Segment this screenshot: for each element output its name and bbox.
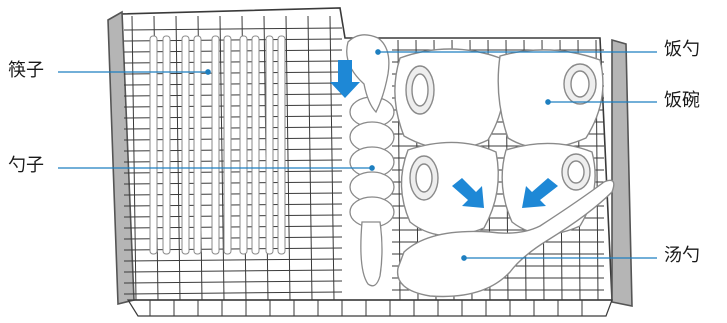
chopstick xyxy=(266,36,273,254)
chopstick xyxy=(150,36,157,254)
label-soup-spoon: 汤勺 xyxy=(664,247,700,265)
chopstick xyxy=(212,36,219,254)
chopstick xyxy=(240,36,247,254)
chopstick xyxy=(182,36,189,254)
chopstick xyxy=(252,36,259,254)
chopstick xyxy=(163,36,170,254)
label-rice-bowl: 饭碗 xyxy=(664,92,700,110)
chopstick xyxy=(194,36,201,254)
chopstick xyxy=(224,36,231,254)
chopstick xyxy=(278,36,285,254)
label-rice-spoon: 饭勺 xyxy=(664,41,700,59)
label-chopsticks: 筷子 xyxy=(8,62,44,80)
label-spoon: 勺子 xyxy=(8,157,44,175)
spoons-column xyxy=(350,97,394,286)
